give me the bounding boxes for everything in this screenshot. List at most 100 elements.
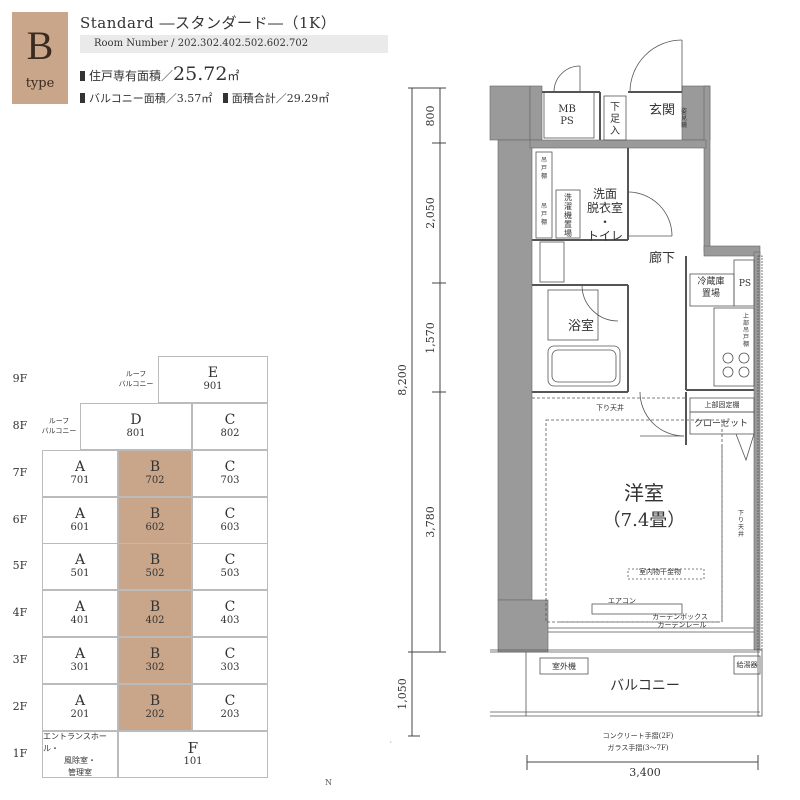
mirror-label: 見 (681, 115, 687, 122)
unit-number: 603 (220, 522, 240, 533)
washer-space-label: 洗 (564, 192, 572, 202)
floor-label-2F: 2F (12, 700, 28, 713)
shoe-box-label: 足 (610, 113, 620, 125)
unit-number: 403 (220, 615, 240, 626)
unit-letter: C (224, 506, 236, 522)
curtain-rail-label: カーテンレール (658, 621, 707, 629)
floor-label-7F: 7F (12, 466, 28, 479)
upper-shelf-label: 吊 (541, 203, 547, 210)
unit-number: 201 (70, 709, 90, 720)
unit-letter: C (224, 552, 236, 568)
hallway-label: 廊下 (649, 250, 675, 266)
unit-number: 303 (220, 662, 240, 673)
room-number-bar: Room Number / 202.302.402.502.602.702 (80, 35, 388, 53)
mirror-label: 鏡 (681, 121, 687, 129)
floor-label-4F: 4F (12, 606, 28, 619)
unit-letter: A (74, 599, 86, 615)
mbps-label: PS (560, 116, 574, 127)
unit-letter: A (74, 459, 86, 475)
unit-letter: C (224, 646, 236, 662)
unit-number: 801 (126, 428, 146, 439)
balcony-label: バルコニー (610, 678, 680, 694)
washroom-label: 脱衣室 (587, 200, 623, 215)
fridge-space-label: 冷蔵庫 (697, 275, 724, 287)
entrance-label-line: 風除室・ (64, 755, 96, 765)
ps-label: PS (739, 279, 751, 289)
compass-letter: N (325, 778, 332, 787)
walls (489, 85, 761, 653)
unit-number: 501 (70, 568, 90, 579)
bullet-square (80, 71, 85, 81)
unit-letter: B (149, 552, 161, 568)
plan-labels: MBPS下足入玄関姿見鏡吊戸棚吊戸棚洗濯機置場洗面脱衣室・トイレ廊下冷蔵庫置場P… (396, 102, 758, 779)
aircon-label: エアコン (608, 597, 636, 605)
unit-area: 住戸専有面積／25.72㎡ (80, 63, 239, 85)
floor-label-8F: 8F (12, 419, 28, 432)
unit-number: 802 (220, 428, 240, 439)
washer-space-label: 置 (564, 220, 572, 229)
unit-letter: C (224, 693, 236, 709)
drying-hardware-label: 室内物干金物 (639, 567, 681, 576)
bullet-square (80, 93, 85, 103)
roof-balcony-note-line: バルコニー (118, 380, 154, 388)
washroom-label: 洗面 (593, 187, 617, 201)
roof-balcony-note: ルーフバルコニー (38, 416, 80, 436)
floor-plan: MBPS下足入玄関姿見鏡吊戸棚吊戸棚洗濯機置場洗面脱衣室・トイレ廊下冷蔵庫置場P… (390, 39, 763, 779)
lowered-ceiling-label-2: 天 (738, 524, 744, 531)
type-badge: B type (12, 12, 68, 104)
unit-area-label: 住戸専有面積／ (89, 69, 174, 83)
unit-number: 703 (220, 475, 240, 486)
upper-cabinet-label: 吊 (743, 327, 749, 334)
upper-shelf-label: 棚 (541, 172, 547, 180)
dim-1050: 1,050 (396, 678, 409, 710)
total-area: 面積合計／29.29㎡ (231, 92, 330, 105)
unit-letter: A (74, 552, 86, 568)
bullet-square (222, 93, 228, 103)
dim-3780: 3,780 (424, 506, 437, 538)
lowered-ceiling-label-2: 井 (738, 530, 744, 538)
type-word: type (25, 76, 55, 91)
dim-1570: 1,570 (424, 322, 437, 354)
lowered-ceiling-label-2: り (738, 517, 744, 524)
unit-letter: D (130, 412, 142, 428)
upper-cabinet-label: 棚 (743, 340, 749, 348)
roof-balcony-note: ルーフバルコニー (115, 369, 157, 389)
upper-shelf-label: 吊 (541, 157, 547, 164)
unit-letter: A (74, 693, 86, 709)
sub-areas: バルコニー面積／3.57㎡ 面積合計／29.29㎡ (80, 90, 329, 106)
unit-number: 302 (145, 662, 165, 673)
floor-label-1F: 1F (12, 747, 28, 760)
upper-shelf-label: 戸 (541, 165, 547, 172)
railing-note-2: ガラス手摺(3～7F) (607, 743, 668, 752)
door-swings (553, 39, 755, 462)
upper-cabinet-label: 上 (743, 312, 749, 320)
unit-number: 101 (183, 756, 203, 767)
dim-2050: 2,050 (424, 197, 437, 229)
unit-letter: C (224, 599, 236, 615)
shoe-box-label: 入 (610, 126, 620, 137)
railing-note-1: コンクリート手摺(2F) (603, 731, 674, 740)
north-compass (390, 741, 392, 743)
floor-label-5F: 5F (12, 559, 28, 572)
unit-number: 901 (203, 381, 223, 392)
unit-letter: F (187, 739, 199, 757)
unit-number: 701 (70, 475, 90, 486)
unit-number: 502 (145, 568, 165, 579)
fixed-shelf-label: 上部固定棚 (705, 400, 740, 409)
lowered-ceiling-label-2: 下 (738, 510, 744, 517)
